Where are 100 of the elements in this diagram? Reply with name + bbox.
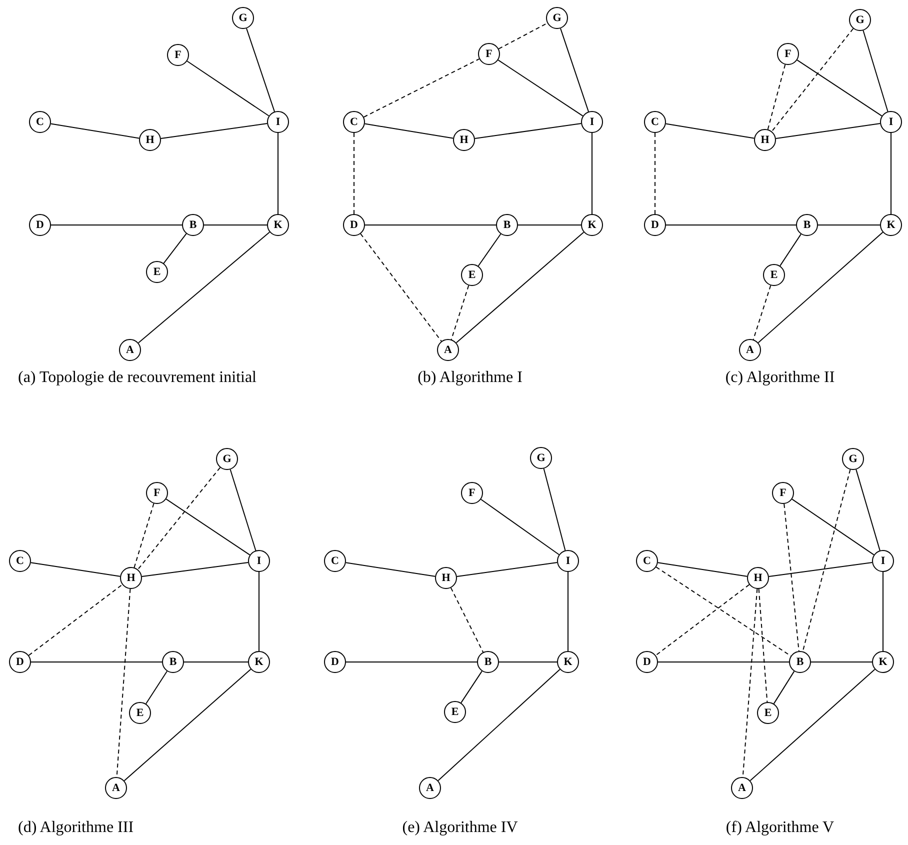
subfigure-caption: (d) Algorithme III xyxy=(18,818,135,838)
graph-node: B xyxy=(162,651,184,673)
graph-node: B xyxy=(789,651,811,673)
link-line xyxy=(818,224,880,226)
graph-node: H xyxy=(139,129,161,151)
dashed-link xyxy=(771,28,854,132)
link-line xyxy=(474,123,582,139)
graph-node: F xyxy=(777,43,799,65)
dashed-link xyxy=(363,58,480,118)
dashed-link xyxy=(758,588,768,703)
link-line xyxy=(145,670,168,704)
link-line xyxy=(246,28,275,112)
subfigure-caption: (c) Algorithme II xyxy=(724,368,836,388)
graph-node: I xyxy=(581,111,603,133)
link-line xyxy=(50,123,140,139)
link-line xyxy=(796,60,882,116)
graph-node: E xyxy=(757,702,779,724)
graph-node: G xyxy=(842,448,864,470)
graph-node: F xyxy=(772,482,794,504)
link-line xyxy=(478,234,502,266)
graph-node: A xyxy=(119,339,141,361)
dashed-link xyxy=(784,503,800,652)
link-line xyxy=(364,224,496,226)
graph-node: C xyxy=(343,111,365,133)
dashed-link xyxy=(134,503,154,568)
graph-node: A xyxy=(437,339,459,361)
graph-node: A xyxy=(739,339,761,361)
graph-node: K xyxy=(267,214,289,236)
graph-node: G xyxy=(849,9,871,31)
dashed-link xyxy=(656,566,792,656)
graph-node: K xyxy=(880,214,902,236)
link-line xyxy=(163,233,187,264)
link-line xyxy=(665,123,755,139)
graph-node: B xyxy=(182,214,204,236)
graph-node: I xyxy=(557,550,579,572)
graph-node: C xyxy=(324,550,346,572)
graph-node: D xyxy=(9,651,31,673)
graph-node: H xyxy=(120,567,142,589)
link-line xyxy=(204,224,268,226)
graph-node: K xyxy=(557,651,579,673)
graph-node: D xyxy=(324,651,346,673)
graph-node: F xyxy=(167,44,189,66)
dashed-link xyxy=(654,132,656,214)
graph-node: D xyxy=(343,214,365,236)
graph-node: B xyxy=(796,214,818,236)
link-line xyxy=(856,469,880,551)
graph-node: I xyxy=(880,111,902,133)
link-line xyxy=(882,572,884,652)
link-line xyxy=(258,572,260,652)
subfigure-caption: (a) Topologie de recouvrement initial xyxy=(18,368,258,388)
link-line xyxy=(166,498,250,556)
graph-node: F xyxy=(146,482,168,504)
dashed-link xyxy=(137,467,221,570)
link-line xyxy=(666,224,796,226)
dashed-link xyxy=(28,584,123,656)
graph-node: G xyxy=(216,448,238,470)
link-line xyxy=(780,234,802,266)
graph-node: H xyxy=(435,567,457,589)
subfigure-caption: (e) Algorithme IV xyxy=(401,818,519,838)
link-line xyxy=(345,562,436,577)
graph-node: D xyxy=(636,651,658,673)
graph-node: A xyxy=(731,777,753,799)
link-line xyxy=(773,670,795,704)
link-line xyxy=(543,468,566,551)
link-line xyxy=(890,132,892,214)
graph-node: D xyxy=(29,214,51,236)
link-line xyxy=(160,123,268,139)
graph-node: I xyxy=(872,550,894,572)
link-line xyxy=(50,224,182,226)
link-line xyxy=(186,60,270,116)
link-line xyxy=(364,123,454,139)
graph-node: F xyxy=(478,43,500,65)
graph-node: G xyxy=(530,447,552,469)
graph-node: E xyxy=(444,701,466,723)
graph-node: C xyxy=(636,550,658,572)
link-line xyxy=(750,668,876,782)
graph-node: E xyxy=(146,261,168,283)
graph-node: H xyxy=(747,567,769,589)
dashed-link xyxy=(360,233,442,342)
graph-node: K xyxy=(872,651,894,673)
graph-node: E xyxy=(763,264,785,286)
link-line xyxy=(30,562,121,577)
link-line xyxy=(758,232,884,344)
dashed-link xyxy=(767,64,786,130)
dashed-link xyxy=(450,284,470,340)
graph-node: F xyxy=(461,482,483,504)
graph-node: D xyxy=(644,214,666,236)
graph-node: K xyxy=(248,651,270,673)
link-line xyxy=(657,562,748,577)
link-line xyxy=(768,562,873,578)
link-line xyxy=(230,469,256,551)
link-line xyxy=(498,60,584,116)
graph-node: A xyxy=(419,777,441,799)
graph-node: G xyxy=(546,7,568,29)
link-line xyxy=(775,123,881,139)
dashed-link xyxy=(450,587,484,653)
graph-node: E xyxy=(461,264,483,286)
graph-node: H xyxy=(453,129,475,151)
link-line xyxy=(456,562,558,577)
graph-node: C xyxy=(29,111,51,133)
